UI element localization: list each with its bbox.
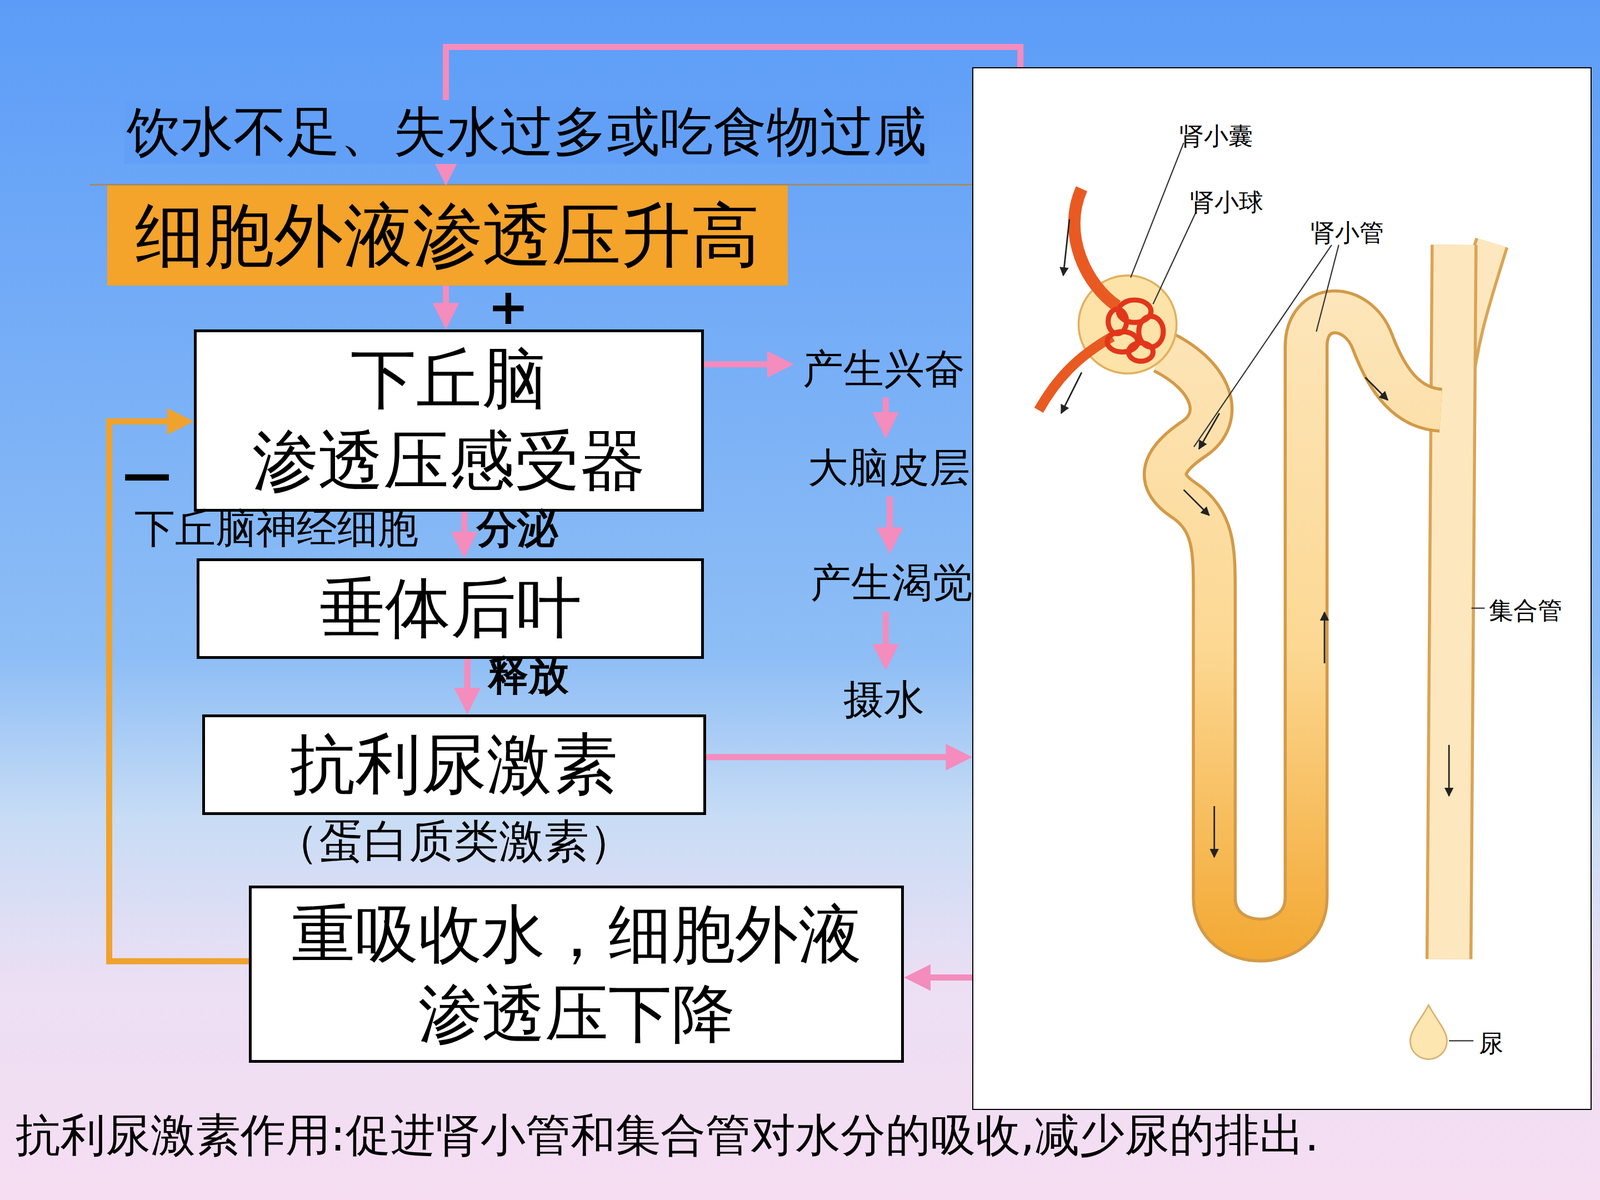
connector-arrow	[885, 611, 887, 671]
collecting-duct	[1448, 242, 1492, 959]
connector-arrow	[903, 977, 973, 978]
part-label: 肾小球	[1190, 187, 1264, 218]
step-text: 产生兴奋	[793, 340, 974, 398]
connector-label: +	[487, 277, 529, 337]
organ-box: 垂体后叶	[196, 558, 704, 659]
part-label: 肾小囊	[1179, 121, 1253, 152]
connector-line	[461, 511, 468, 542]
cause-text: 饮水不足、失水过多或吃食物过咸	[124, 100, 929, 164]
step-text: 产生渴觉	[802, 553, 982, 612]
renal-tubule	[1163, 311, 1442, 940]
part-label: 集合管	[1488, 596, 1563, 626]
leader-lines	[1130, 142, 1485, 1041]
glomerulus	[1038, 188, 1164, 411]
connector-line	[886, 496, 893, 538]
connector-arrow	[889, 496, 890, 555]
connector-line	[703, 361, 778, 368]
node-text: 产生渴觉	[804, 557, 980, 609]
arrow-head	[463, 511, 465, 559]
step-text: 大脑皮层	[798, 438, 979, 497]
connector-arrow	[467, 658, 468, 715]
connector-arrow	[706, 756, 973, 758]
connector-line	[882, 611, 889, 654]
connector-line	[464, 658, 471, 698]
kidney-panel	[972, 67, 1592, 1110]
node-text: 垂体后叶	[208, 567, 693, 650]
node-text: 产生兴奋	[796, 343, 972, 395]
connector-label: 释放	[487, 651, 569, 700]
caption-text: 抗利尿激素作用:促进肾小管和集合管对水分的吸收,减少尿的排出.	[15, 1108, 1320, 1163]
arrow-head	[467, 658, 468, 715]
node-text: 重吸收水，细胞外液 渗透压下降	[260, 895, 893, 1054]
kidney-illustration: 肾小囊肾小球肾小管集合管尿	[972, 67, 1592, 1110]
note-text: （蛋白质类激素）	[273, 813, 634, 870]
arrow-head	[706, 756, 973, 758]
note-text: 下丘脑神经细胞	[134, 503, 419, 553]
node-text: 摄水	[838, 673, 929, 725]
urine-drop	[1410, 1005, 1447, 1059]
arrow-head	[109, 421, 194, 422]
connector-label: —	[122, 445, 172, 504]
part-label: 肾小管	[1310, 218, 1384, 248]
arrow-head	[445, 285, 447, 330]
arrow-head	[885, 397, 887, 439]
state-box: 细胞外液渗透压升高	[107, 185, 788, 286]
connector-line	[442, 285, 449, 313]
arrow-head	[889, 496, 890, 555]
connector-arrow	[885, 397, 887, 439]
node-text: 大脑皮层	[801, 442, 977, 494]
arrow-head	[903, 977, 973, 978]
node-text: 抗利尿激素	[213, 723, 695, 806]
receptor-box: 下丘脑 渗透压感受器	[193, 329, 704, 512]
hormone-box: 抗利尿激素（蛋白质类激素）	[202, 714, 707, 815]
connector-label: 分泌	[476, 503, 558, 553]
connector-arrow	[463, 511, 465, 559]
node-text: 下丘脑 渗透压感受器	[205, 338, 693, 503]
step-text: 摄水	[836, 670, 931, 729]
connector-arrow	[703, 363, 794, 365]
arrow-head	[703, 363, 794, 365]
connector-line	[882, 397, 889, 422]
result-box: 重吸收水，细胞外液 渗透压下降	[248, 885, 904, 1063]
flow-arrows	[1061, 219, 1449, 858]
part-label: 尿	[1478, 1028, 1504, 1059]
arrow-head	[885, 611, 887, 671]
node-text: 细胞外液渗透压升高	[116, 192, 779, 279]
connector-line	[920, 974, 973, 981]
connector-arrow	[445, 285, 447, 330]
connector-line	[706, 753, 956, 760]
